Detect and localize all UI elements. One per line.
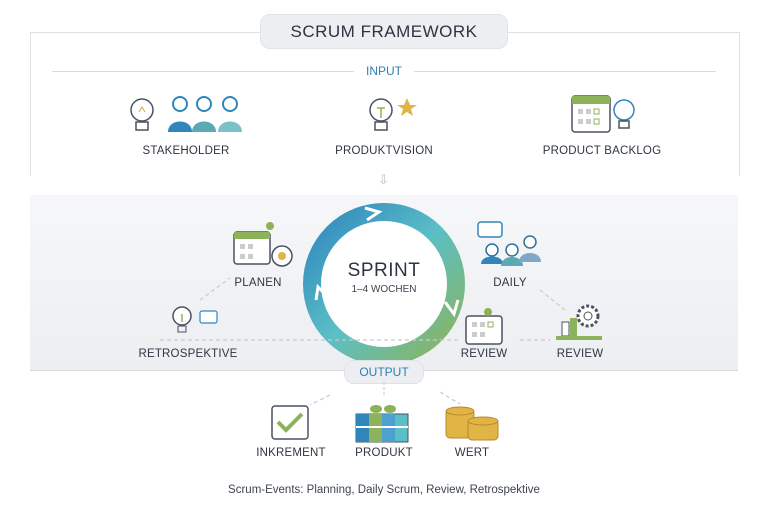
sprint-title: SPRINT	[347, 260, 421, 281]
event-review-2: REVIEW	[556, 348, 604, 360]
input-item-product-backlog: PRODUCT BACKLOG	[542, 145, 662, 157]
event-review-1: REVIEW	[460, 348, 508, 360]
page-title: SCRUM FRAMEWORK	[260, 14, 508, 49]
event-planen: PLANEN	[234, 277, 282, 289]
output-item-wert: WERT	[454, 447, 490, 459]
sprint-duration: 1–4 WOCHEN	[351, 284, 417, 295]
coins-icon	[445, 406, 499, 441]
event-daily: DAILY	[493, 277, 527, 289]
input-item-produktvision: PRODUKTVISION	[335, 145, 433, 157]
input-label: INPUT	[354, 64, 414, 78]
produktvision-icon	[369, 98, 417, 131]
gift-icon	[355, 405, 409, 443]
event-retrospektive: RETROSPEKTIVE	[138, 348, 238, 360]
stakeholder-icon	[130, 96, 242, 132]
output-item-inkrement: INKREMENT	[256, 447, 326, 459]
output-label: OUTPUT	[344, 360, 424, 384]
footer-note: Scrum-Events: Planning, Daily Scrum, Rev…	[228, 484, 540, 496]
checkbox-icon	[271, 405, 309, 440]
input-item-stakeholder: STAKEHOLDER	[142, 145, 230, 157]
product-backlog-icon	[571, 95, 635, 133]
output-item-produkt: PRODUKT	[355, 447, 413, 459]
down-arrow-icon: ⇩	[378, 172, 389, 187]
sprint-cycle-ring	[303, 203, 465, 365]
